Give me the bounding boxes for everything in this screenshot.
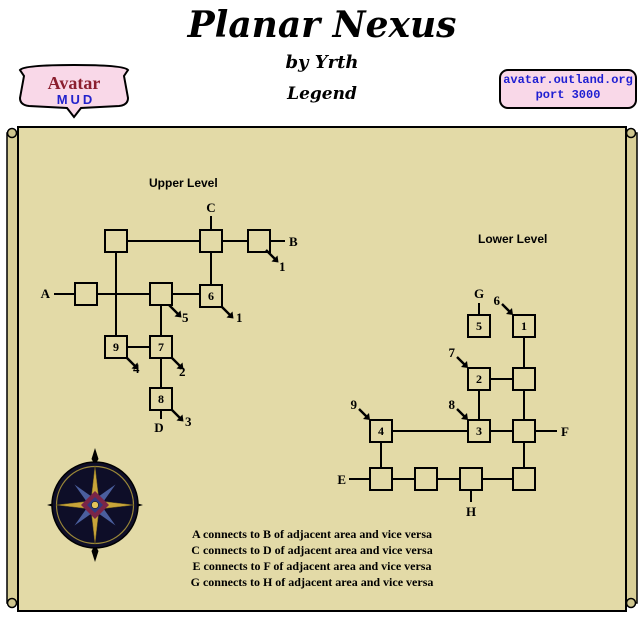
room-number: 9 — [113, 340, 119, 354]
upper-room-9 — [104, 335, 128, 359]
byline: by Yrth — [285, 52, 359, 73]
exit-label-8: 8 — [449, 397, 456, 412]
exit-diagonal — [220, 305, 232, 317]
upper-room — [149, 282, 173, 306]
exit-diagonal — [168, 304, 180, 316]
upper-room-7 — [149, 335, 173, 359]
upper-level-title: Upper Level — [149, 176, 218, 190]
mud-name-avatar: Avatar — [48, 73, 101, 93]
exit-label-a: A — [41, 286, 51, 301]
exit-arrowhead — [226, 311, 234, 319]
scroll-right-roll — [625, 132, 638, 604]
exit-diagonal — [265, 249, 277, 261]
scroll-curl-bottom-right — [625, 597, 637, 609]
exit-label-1: 1 — [279, 259, 286, 274]
room-number: 5 — [476, 319, 482, 333]
scroll-left-roll — [6, 132, 19, 604]
exit-arrowhead — [461, 361, 468, 368]
room-number: 6 — [208, 289, 214, 303]
lower-room-2 — [467, 367, 491, 391]
lower-room — [512, 419, 536, 443]
exit-diagonal — [125, 356, 137, 368]
exit-label-6: 6 — [494, 293, 501, 308]
legend-line: A connects to B of adjacent area and vic… — [191, 527, 433, 541]
exit-arrowhead — [174, 310, 182, 318]
room-number: 3 — [476, 424, 482, 438]
scroll-curl-bottom-left — [6, 597, 18, 609]
page-title: Planar Nexus — [187, 4, 457, 46]
lower-room-4 — [369, 419, 393, 443]
lower-level-map: Lower Level 5 1 2 4 3 — [337, 232, 569, 519]
exit-label-7: 7 — [449, 345, 456, 360]
exit-label-d: D — [154, 420, 163, 435]
compass-south-spike — [91, 545, 99, 562]
scroll-curl-top-left — [6, 127, 18, 139]
upper-room — [104, 229, 128, 253]
exit-label-4: 4 — [133, 361, 140, 376]
exit-label-h: H — [466, 504, 476, 519]
exit-label-2: 2 — [179, 364, 186, 379]
lower-room-3 — [467, 419, 491, 443]
room-number: 2 — [476, 372, 482, 386]
exit-arrowhead — [176, 362, 184, 370]
legend-line: C connects to D of adjacent area and vic… — [191, 543, 433, 557]
exit-arrowhead — [131, 362, 139, 370]
exit-arrowhead — [363, 413, 370, 420]
exit-label-3: 3 — [185, 414, 192, 429]
lower-room — [459, 467, 483, 491]
exit-label-1: 1 — [236, 310, 243, 325]
exit-label-5: 5 — [182, 310, 189, 325]
exit-label-c: C — [206, 200, 215, 215]
legend-line: E connects to F of adjacent area and vic… — [192, 559, 432, 573]
exit-diagonal — [170, 356, 182, 368]
lower-room-1 — [512, 314, 536, 338]
lower-room — [512, 467, 536, 491]
mud-badge: Avatar MUD — [18, 63, 130, 119]
legend-line: G connects to H of adjacent area and vic… — [190, 575, 434, 589]
exit-label-b: B — [289, 234, 298, 249]
exit-label-9: 9 — [351, 397, 358, 412]
scroll-curl-top-right — [625, 127, 637, 139]
legend-heading: Legend — [287, 84, 357, 104]
upper-room — [199, 229, 223, 253]
exit-arrowhead — [271, 255, 279, 263]
lower-room — [414, 467, 438, 491]
lower-room — [369, 467, 393, 491]
exit-label-e: E — [337, 472, 346, 487]
lower-room — [512, 367, 536, 391]
room-number: 4 — [378, 424, 384, 438]
room-number: 8 — [158, 392, 164, 406]
room-number: 7 — [158, 340, 164, 354]
exit-diagonal — [170, 408, 182, 420]
compass-rose — [47, 448, 143, 562]
compass-hub — [91, 501, 99, 509]
server-host: avatar.outland.org — [503, 73, 633, 87]
upper-room — [74, 282, 98, 306]
mud-badge-banner — [18, 63, 130, 119]
server-address-badge: avatar.outland.org port 3000 — [499, 69, 637, 109]
exit-label-f: F — [561, 424, 569, 439]
server-port: port 3000 — [535, 88, 601, 102]
upper-room-8 — [149, 387, 173, 411]
legend-text: A connects to B of adjacent area and vic… — [132, 526, 492, 590]
upper-room — [247, 229, 271, 253]
lower-level-title: Lower Level — [478, 232, 547, 246]
exit-label-g: G — [474, 286, 484, 301]
exit-arrowhead — [176, 414, 184, 422]
exit-arrowhead — [461, 413, 468, 420]
mud-name-mud: MUD — [57, 92, 96, 107]
lower-room-5 — [467, 314, 491, 338]
upper-room-6 — [199, 284, 223, 308]
compass-north-spike — [91, 448, 99, 465]
room-number: 1 — [521, 319, 527, 333]
upper-level-map: Upper Level 6 9 7 8 — [41, 176, 298, 435]
exit-arrowhead — [506, 308, 513, 315]
